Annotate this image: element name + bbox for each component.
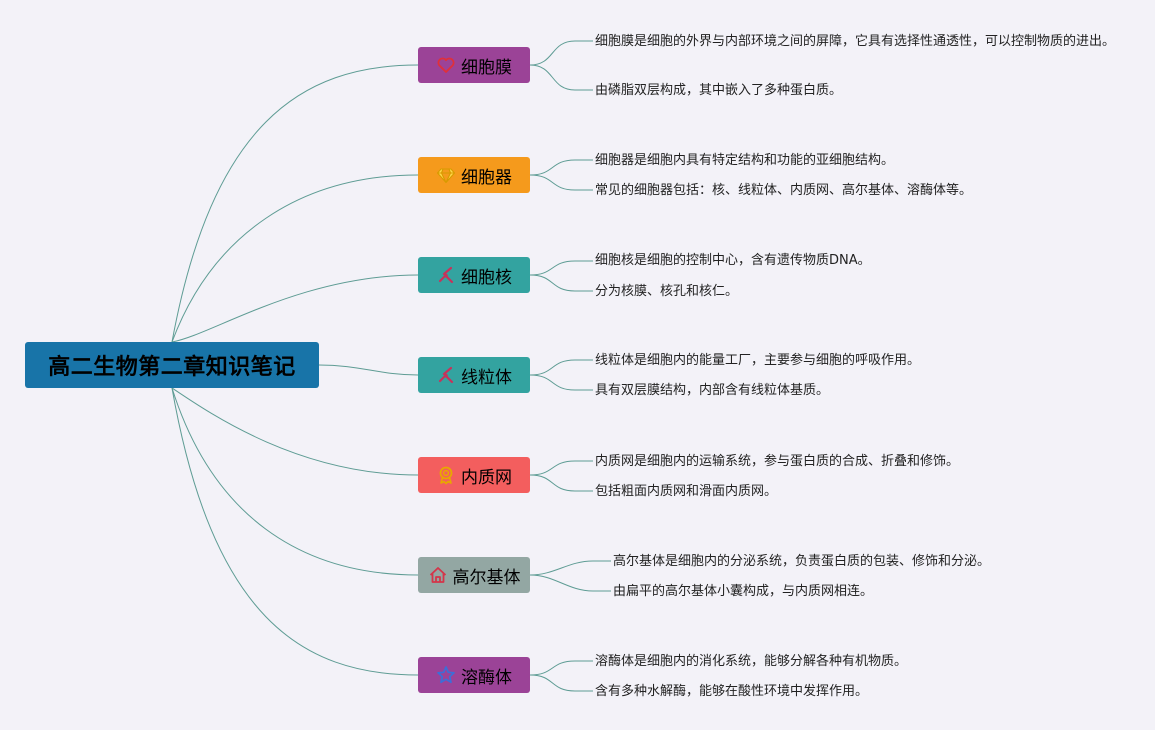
branch-note-link [529,359,593,376]
note-mitochondria-1: 线粒体是细胞内的能量工厂，主要参与细胞的呼吸作用。 [595,353,921,368]
branch-note-link [529,174,593,191]
branch-label: 细胞膜 [461,57,512,78]
root-branch-link [171,387,419,676]
note-mitochondria-2: 具有双层膜结构，内部含有线粒体基质。 [595,383,830,398]
note-golgi-2: 由扁平的高尔基体小囊构成，与内质网相连。 [613,584,874,599]
root-branch-link [171,387,419,576]
branch-note-link [529,40,593,66]
branch-note-link [529,274,593,292]
root-branch-link [171,274,419,343]
branch-label: 内质网 [461,467,512,488]
branch-note-link [529,560,611,576]
branch-note-link [529,260,593,276]
gem-icon [436,165,456,185]
branch-note-link [529,574,611,592]
telescope-icon [436,365,456,385]
branch-note-link [529,474,593,492]
note-cell-membrane-1: 细胞膜是细胞的外界与内部环境之间的屏障，它具有选择性通透性，可以控制物质的进出。 [595,34,1116,49]
branch-note-link [529,64,593,91]
award-icon [436,465,456,485]
note-er-1: 内质网是细胞内的运输系统，参与蛋白质的合成、折叠和修饰。 [595,454,960,469]
branch-label: 细胞核 [461,267,512,288]
note-lysosome-2: 含有多种水解酶，能够在酸性环境中发挥作用。 [595,684,869,699]
note-organelle-1: 细胞器是细胞内具有特定结构和功能的亚细胞结构。 [595,153,895,168]
root-branch-link [318,364,419,376]
note-organelle-2: 常见的细胞器包括：核、线粒体、内质网、高尔基体、溶酶体等。 [595,183,973,198]
heart-icon [436,55,456,75]
branch-organelle[interactable]: 细胞器 [418,157,530,193]
branch-lysosome[interactable]: 溶酶体 [418,657,530,693]
note-er-2: 包括粗面内质网和滑面内质网。 [595,484,778,499]
branch-label: 细胞器 [461,167,512,188]
note-lysosome-1: 溶酶体是细胞内的消化系统，能够分解各种有机物质。 [595,654,908,669]
note-nucleus-1: 细胞核是细胞的控制中心，含有遗传物质DNA。 [595,253,871,268]
note-golgi-1: 高尔基体是细胞内的分泌系统，负责蛋白质的包装、修饰和分泌。 [613,554,991,569]
root-branch-link [171,387,419,476]
note-nucleus-2: 分为核膜、核孔和核仁。 [595,284,739,299]
note-cell-membrane-2: 由磷脂双层构成，其中嵌入了多种蛋白质。 [595,83,843,98]
branch-label: 线粒体 [461,367,512,388]
root-branch-link [171,174,419,343]
branch-nucleus[interactable]: 细胞核 [418,257,530,293]
branch-label: 溶酶体 [461,667,512,688]
star-icon [436,665,456,685]
telescope-icon [436,265,456,285]
branch-mitochondria[interactable]: 线粒体 [418,357,530,393]
branch-note-link [529,674,593,692]
branch-er[interactable]: 内质网 [418,457,530,493]
branch-golgi[interactable]: 高尔基体 [418,557,530,593]
branch-note-link [529,460,593,476]
branch-label: 高尔基体 [452,567,521,588]
branch-note-link [529,159,593,176]
branch-note-link [529,374,593,391]
home-icon [428,565,448,585]
root-topic[interactable]: 高二生物第二章知识笔记 [25,342,319,388]
root-branch-link [171,64,419,343]
branch-cell-membrane[interactable]: 细胞膜 [418,47,530,83]
branch-note-link [529,660,593,676]
